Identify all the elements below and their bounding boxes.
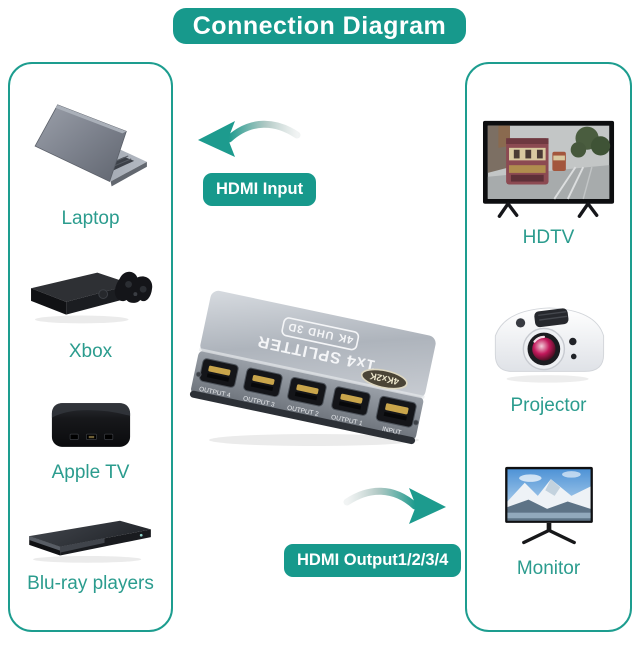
- hdtv-image: [482, 120, 614, 218]
- hdmi-input-label: HDMI Input: [216, 180, 304, 198]
- device-item-monitor: Monitor: [493, 462, 605, 578]
- title-banner: Connection Diagram: [173, 8, 466, 44]
- device-label: Monitor: [516, 557, 581, 579]
- device-item-blu-ray: Blu-ray players: [23, 513, 159, 593]
- device-label: Apple TV: [51, 462, 130, 483]
- apple-tv-image: [51, 403, 130, 447]
- blu-ray-image: [28, 520, 151, 563]
- device-label: Laptop: [61, 208, 120, 229]
- device-label: Xbox: [68, 341, 113, 362]
- device-item-xbox: Xbox: [25, 259, 157, 361]
- device-label: Blu-ray players: [27, 573, 154, 594]
- device-item-laptop: Laptop: [32, 101, 150, 228]
- page-title: Connection Diagram: [192, 11, 447, 40]
- display-devices-panel: HDTV: [465, 62, 632, 632]
- splitter-ports: OUTPUT 4 OUTPUT 3 OUTPUT 2 OUTPUT 1 INPU…: [198, 358, 417, 437]
- device-item-hdtv: HDTV: [479, 117, 619, 247]
- xbox-image: [30, 271, 152, 324]
- curved-arrow-right-icon: [343, 487, 446, 524]
- laptop-image: [34, 104, 147, 187]
- device-label: Projector: [510, 395, 587, 416]
- port-label: INPUT: [381, 426, 402, 437]
- device-item-projector: Projector: [486, 293, 612, 415]
- device-label: HDTV: [522, 226, 575, 248]
- curved-arrow-left-icon: [198, 120, 301, 157]
- source-devices-panel: Laptop Xbox: [8, 62, 173, 632]
- splitter-device-image: 1x4 SPLITTER 4K UHD 3D 4Kx2K OUTPUT 4 OU…: [189, 290, 436, 446]
- device-item-apple-tv: Apple TV: [41, 392, 141, 482]
- monitor-image: [504, 466, 593, 544]
- hdmi-input-badge: HDMI Input: [203, 173, 317, 206]
- hdmi-output-badge: HDMI Output1/2/3/4: [284, 544, 462, 577]
- hdmi-output-label: HDMI Output1/2/3/4: [297, 551, 449, 569]
- projector-image: [494, 307, 604, 383]
